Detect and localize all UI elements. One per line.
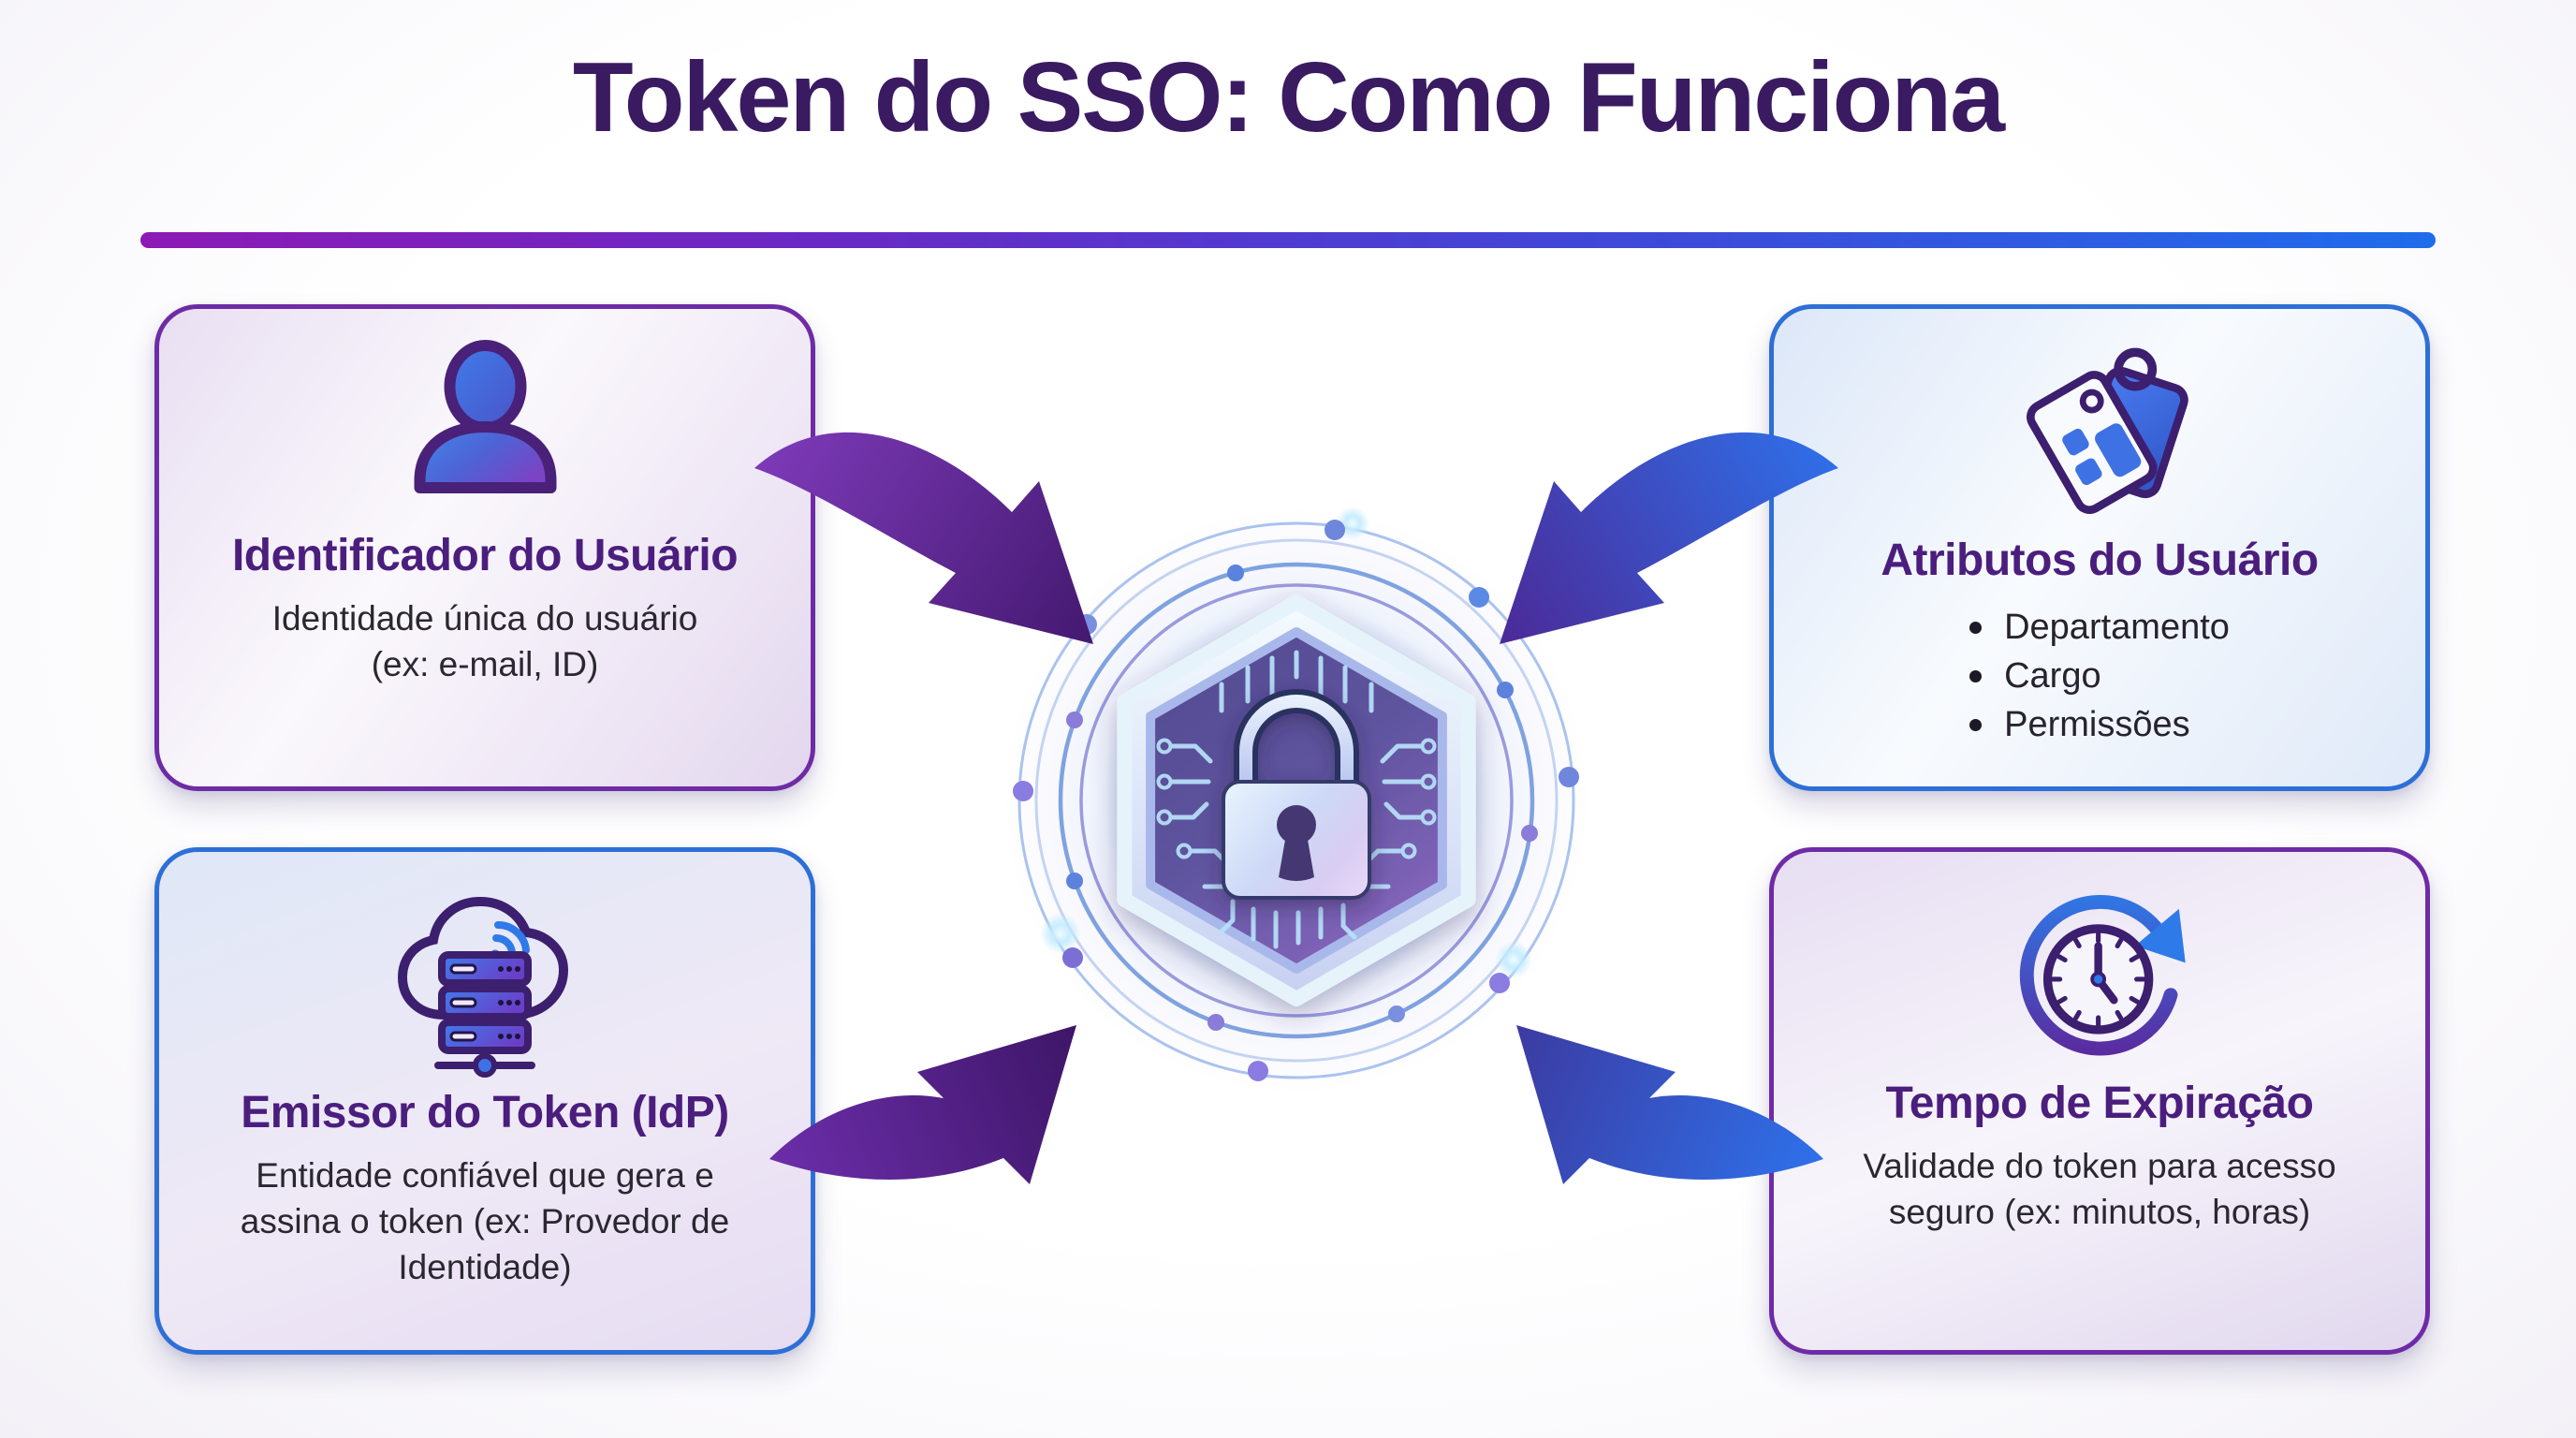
attributes-list: Departamento Cargo Permissões — [1969, 599, 2230, 754]
bullet-dot — [1969, 719, 1983, 731]
card-description: Identidade única do usuário (ex: e-mail,… — [272, 596, 698, 688]
card-description: Validade do token para acesso seguro (ex… — [1863, 1144, 2335, 1236]
bullet-label: Permissões — [2004, 705, 2190, 744]
bullet-dot — [1969, 622, 1983, 634]
card-title: Tempo de Expiração — [1885, 1078, 2314, 1128]
card-description: Entidade confiável que gera e assina o t… — [241, 1153, 729, 1290]
description-line: Validade do token para acesso — [1863, 1147, 2336, 1185]
list-item: Permissões — [1969, 705, 2230, 745]
card-token-issuer: Emissor do Token (IdP) Entidade confiáve… — [154, 847, 815, 1355]
card-user-attributes: Atributos do Usuário Departamento Cargo … — [1769, 304, 2430, 791]
bullet-label: Cargo — [2004, 656, 2101, 696]
description-line: Identidade) — [398, 1247, 572, 1286]
card-expiration-time: Tempo de Expiração Validade do token par… — [1769, 847, 2430, 1355]
tags-icon — [2027, 347, 2188, 514]
sso-token-emblem — [1004, 506, 1588, 1093]
list-item: Departamento — [1969, 608, 2230, 648]
description-line: assina o token (ex: Provedor de — [240, 1201, 730, 1240]
description-line: (ex: e-mail, ID) — [371, 644, 599, 683]
description-line: Identidade única do usuário — [271, 599, 698, 638]
clock-refresh-icon — [2019, 895, 2186, 1056]
circuit-rings — [1017, 521, 1575, 1079]
cloud-server-icon — [397, 896, 569, 1078]
description-line: Entidade confiável que gera e — [256, 1156, 714, 1195]
lock-icon — [1222, 689, 1371, 900]
card-title: Identificador do Usuário — [231, 531, 739, 580]
user-icon — [414, 340, 556, 493]
list-item: Cargo — [1969, 656, 2230, 697]
title-divider — [140, 232, 2436, 248]
page-title: Token do SSO: Como Funciona — [572, 42, 2005, 153]
bullet-label: Departamento — [2004, 608, 2230, 647]
card-user-identifier: Identificador do Usuário Identidade únic… — [154, 304, 815, 791]
bullet-dot — [1969, 670, 1983, 682]
description-line: seguro (ex: minutos, horas) — [1888, 1192, 2311, 1231]
card-title: Atributos do Usuário — [1881, 536, 2319, 585]
card-title: Emissor do Token (IdP) — [241, 1088, 729, 1137]
